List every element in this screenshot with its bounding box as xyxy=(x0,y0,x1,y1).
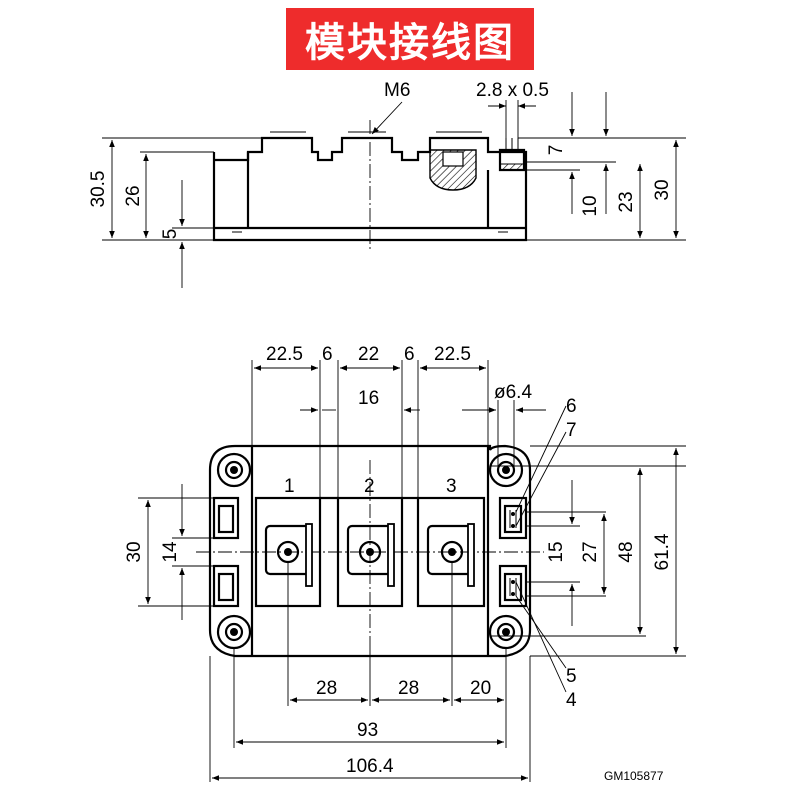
dim-pitch-16: 16 xyxy=(358,388,379,409)
dim-bottom-20: 20 xyxy=(470,678,491,699)
top-left-dims: 30 14 xyxy=(124,484,214,620)
dim-right-27: 27 xyxy=(580,541,601,562)
title-banner: 模块接线图 xyxy=(286,8,534,70)
terminal-number-3: 3 xyxy=(446,476,457,497)
dim-width-106: 106.4 xyxy=(346,756,394,777)
dim-bottom-28a: 28 xyxy=(316,678,337,699)
screw-label: M6 xyxy=(384,80,410,101)
dim-right-height: 30 xyxy=(652,179,673,200)
dim-bottom-28b: 28 xyxy=(398,678,419,699)
side-outline xyxy=(212,131,528,242)
dim-overall-height: 30.5 xyxy=(88,171,109,208)
dim-tab-base: 10 xyxy=(580,195,601,216)
side-right-dims: 7 10 23 30 xyxy=(518,92,686,241)
dim-base-height: 5 xyxy=(160,229,181,240)
pin-label-4: 4 xyxy=(566,690,577,711)
dim-left-14: 14 xyxy=(160,541,181,563)
module-outline xyxy=(208,444,532,658)
tab-connectors xyxy=(212,496,528,608)
dim-tab-top: 23 xyxy=(616,191,637,212)
side-left-dims: 30.5 26 5 xyxy=(88,137,262,288)
top-view: 1 2 3 22.5 6 22 6 22.5 16 xyxy=(124,344,686,782)
tab-size-label: 2.8 x 0.5 xyxy=(476,80,549,101)
dim-body-height: 26 xyxy=(123,185,144,206)
pin-labels: 6 7 5 4 xyxy=(515,396,577,711)
dim-top-1: 22.5 xyxy=(266,344,303,365)
top-right-dims: 15 27 48 61.4 xyxy=(490,445,686,657)
terminal-number-1: 1 xyxy=(284,476,295,497)
mounting-holes xyxy=(216,452,524,650)
section-hatch xyxy=(429,149,477,191)
pin-label-5: 5 xyxy=(566,666,577,687)
pin-label-6: 6 xyxy=(566,396,577,417)
drawing-number: GM105877 xyxy=(604,769,664,783)
top-bottom-dims: 28 28 20 93 106.4 xyxy=(209,562,531,782)
dim-top-5: 22.5 xyxy=(434,344,471,365)
dim-right-61: 61.4 xyxy=(652,533,673,570)
pin-label-7: 7 xyxy=(566,420,577,441)
power-terminals xyxy=(254,496,486,608)
dim-right-48: 48 xyxy=(616,541,637,562)
terminal-number-2: 2 xyxy=(364,476,375,497)
dim-hole-dia: ø6.4 xyxy=(494,382,532,403)
dim-top-4: 6 xyxy=(404,344,415,365)
dim-width-93: 93 xyxy=(357,720,378,741)
dim-right-15: 15 xyxy=(546,541,567,562)
dim-top-2: 6 xyxy=(322,344,333,365)
dim-tab-height: 7 xyxy=(546,145,567,156)
top-dims: 22.5 6 22 6 22.5 16 ø6.4 xyxy=(251,344,546,498)
dim-left-30: 30 xyxy=(124,541,145,562)
dim-top-3: 22 xyxy=(358,344,379,365)
side-view: M6 2.8 x 0.5 30.5 26 5 xyxy=(88,80,686,288)
page-title: 模块接线图 xyxy=(305,20,515,66)
